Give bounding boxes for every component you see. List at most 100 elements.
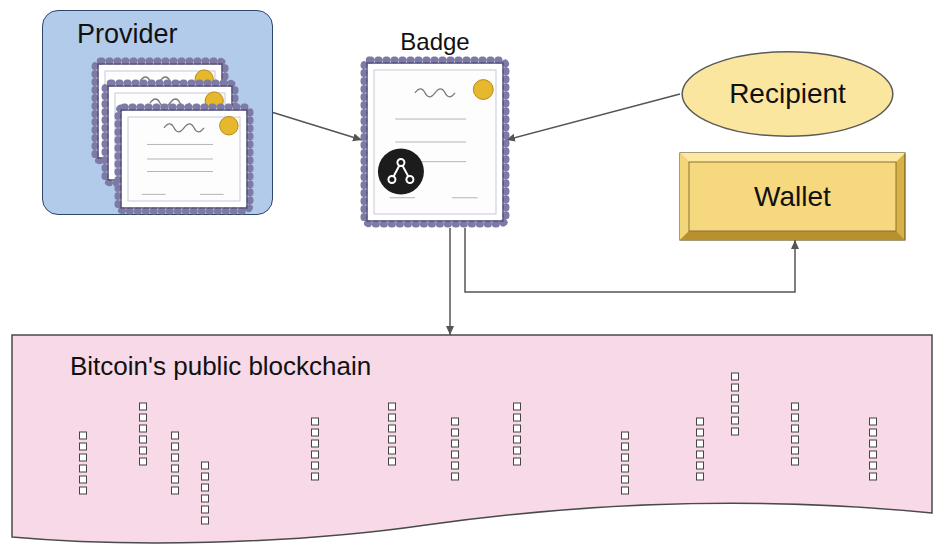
block-square <box>140 458 147 465</box>
block-square <box>792 425 799 432</box>
block-square <box>514 425 521 432</box>
block-square <box>172 454 179 461</box>
certificate-heading-squiggle <box>415 89 455 97</box>
block-square <box>202 462 209 469</box>
block-square <box>697 473 704 480</box>
node-label: Provider <box>77 19 272 50</box>
block-square <box>622 432 629 439</box>
block-square <box>514 403 521 410</box>
block-square <box>140 425 147 432</box>
block-square <box>389 414 396 421</box>
certificate-line <box>147 144 213 145</box>
block-square <box>697 451 704 458</box>
connector-arrow <box>506 94 680 140</box>
certificate-frame <box>118 107 250 211</box>
block-square <box>389 447 396 454</box>
block-square <box>172 443 179 450</box>
block-square <box>389 458 396 465</box>
block-square <box>732 384 739 391</box>
block-square <box>792 403 799 410</box>
block-square <box>80 487 87 494</box>
badge-icon-dot <box>397 159 404 166</box>
certificate-inner <box>128 117 240 201</box>
certificate-frame <box>364 60 506 224</box>
block-square <box>202 517 209 524</box>
blockchain-band: Bitcoin's public blockchain <box>12 335 944 545</box>
block-square <box>389 425 396 432</box>
block-square <box>792 447 799 454</box>
block-square <box>622 476 629 483</box>
block-square <box>732 373 739 380</box>
block-square <box>312 451 319 458</box>
block-square <box>514 436 521 443</box>
certificate-edge <box>121 110 247 208</box>
block-square <box>80 443 87 450</box>
certificate-heading-squiggle <box>164 124 204 132</box>
block-square <box>202 484 209 491</box>
block-square <box>870 418 877 425</box>
wallet-bevel-bottom <box>680 231 905 240</box>
block-square <box>312 440 319 447</box>
certificate-signature <box>452 197 478 198</box>
block-square <box>870 451 877 458</box>
block-square <box>622 443 629 450</box>
badge-icon-dot <box>388 176 395 183</box>
block-square <box>140 403 147 410</box>
provider-box: Provider <box>42 10 273 215</box>
block-square <box>870 440 877 447</box>
block-square <box>80 454 87 461</box>
block-square <box>140 414 147 421</box>
recipient-ellipse: Recipient <box>680 50 895 138</box>
node-shape <box>360 28 510 228</box>
block-square <box>732 428 739 435</box>
node-label: Recipient <box>729 78 846 110</box>
wallet-box: Wallet <box>680 153 905 240</box>
wallet-bevel-top <box>680 153 905 162</box>
block-square <box>622 465 629 472</box>
connector-arrow <box>449 228 451 335</box>
certificate-illustration <box>364 60 506 224</box>
block-square <box>312 418 319 425</box>
block-square <box>697 418 704 425</box>
block-square <box>389 403 396 410</box>
certificate-seal <box>220 116 238 134</box>
certificate-inner <box>374 70 496 214</box>
wallet-bevel <box>680 153 905 240</box>
badge-icon <box>378 149 424 195</box>
block-square <box>697 440 704 447</box>
node-label: Badge <box>400 28 469 56</box>
block-square <box>452 418 459 425</box>
node-label: Wallet <box>754 181 831 213</box>
block-square <box>870 462 877 469</box>
block-square <box>389 436 396 443</box>
block-square <box>140 436 147 443</box>
certificate-edge <box>367 63 503 221</box>
block-square <box>870 429 877 436</box>
certificate-signature <box>390 197 416 198</box>
block-square <box>732 406 739 413</box>
block-square <box>172 476 179 483</box>
block-square <box>452 429 459 436</box>
block-square <box>697 429 704 436</box>
connector-arrow <box>273 113 362 141</box>
block-square <box>514 458 521 465</box>
block-square <box>172 465 179 472</box>
block-square <box>312 462 319 469</box>
certificate-line <box>147 171 213 172</box>
block-square <box>622 487 629 494</box>
certificate-seal <box>473 80 493 100</box>
block-square <box>792 414 799 421</box>
block-square <box>697 462 704 469</box>
block-square <box>172 432 179 439</box>
badge-icon-dot <box>406 176 413 183</box>
block-square <box>514 447 521 454</box>
certificate-line <box>395 119 466 120</box>
block-square <box>140 447 147 454</box>
block-square <box>514 414 521 421</box>
certificate-signature <box>142 194 166 195</box>
block-square <box>622 454 629 461</box>
certificate-illustration <box>118 107 250 211</box>
block-square <box>792 436 799 443</box>
block-square <box>792 458 799 465</box>
block-square <box>202 473 209 480</box>
